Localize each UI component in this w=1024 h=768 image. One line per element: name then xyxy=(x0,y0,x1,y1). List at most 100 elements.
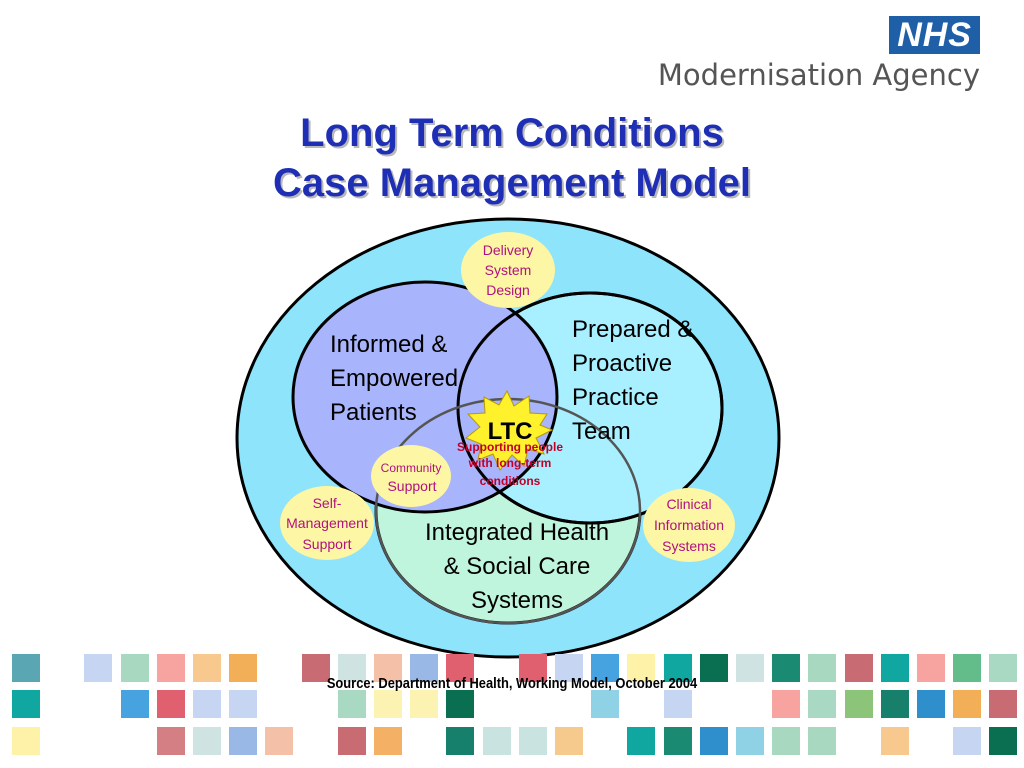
decorative-tile xyxy=(700,654,728,682)
decorative-tile xyxy=(808,727,836,755)
decorative-tile xyxy=(989,690,1017,718)
decorative-tile xyxy=(446,690,474,718)
decorative-tile xyxy=(483,727,511,755)
decorative-tile xyxy=(808,690,836,718)
decorative-tile xyxy=(265,727,293,755)
decorative-tile xyxy=(374,727,402,755)
informed-label-1: Informed & xyxy=(330,331,447,358)
community-label-2: Support xyxy=(387,478,436,494)
decorative-tile xyxy=(627,727,655,755)
informed-label-3: Patients xyxy=(330,399,417,426)
decorative-tile xyxy=(12,690,40,718)
nhs-logo-mark: NHS xyxy=(889,16,980,54)
decorative-tile xyxy=(229,690,257,718)
integrated-label-2: & Social Care xyxy=(444,553,591,580)
prepared-label-3: Practice xyxy=(572,384,659,411)
integrated-label-3: Systems xyxy=(471,587,563,614)
decorative-tile xyxy=(193,654,221,682)
decorative-tile xyxy=(121,690,149,718)
decorative-tile xyxy=(229,654,257,682)
decorative-tile xyxy=(881,654,909,682)
decorative-tile xyxy=(410,654,438,682)
informed-label-2: Empowered xyxy=(330,365,458,392)
self-management-label-1: Self- xyxy=(313,495,342,511)
decorative-tile xyxy=(338,654,366,682)
decorative-tile xyxy=(989,654,1017,682)
decorative-tile xyxy=(664,690,692,718)
title-line-1: Long Term Conditions xyxy=(300,111,724,155)
decorative-tile xyxy=(989,727,1017,755)
decorative-tile xyxy=(555,727,583,755)
prepared-label-2: Proactive xyxy=(572,350,672,377)
decorative-tile xyxy=(881,727,909,755)
decorative-tile xyxy=(591,690,619,718)
decorative-tile xyxy=(700,727,728,755)
decorative-tile xyxy=(446,654,474,682)
decorative-tile xyxy=(519,654,547,682)
decorative-tile xyxy=(555,654,583,682)
supporting-label-1: Supporting people xyxy=(457,440,563,454)
clinical-label-3: Systems xyxy=(662,538,716,554)
self-management-bubble xyxy=(280,486,374,560)
decorative-tile xyxy=(917,690,945,718)
decorative-tile xyxy=(627,654,655,682)
decorative-tile xyxy=(338,727,366,755)
decorative-tile xyxy=(736,654,764,682)
delivery-label-1: Delivery xyxy=(483,242,534,258)
delivery-label-3: Design xyxy=(486,282,530,298)
title-line-2: Case Management Model xyxy=(273,161,751,205)
decorative-tile xyxy=(229,727,257,755)
decorative-tile xyxy=(157,654,185,682)
community-label-1: Community xyxy=(381,461,442,475)
decorative-tile xyxy=(12,727,40,755)
supporting-label-3: conditions xyxy=(480,474,541,488)
supporting-label-2: with long-term xyxy=(468,456,552,470)
page-title: Long Term Conditions Case Management Mod… xyxy=(0,108,1024,208)
decorative-tile xyxy=(772,727,800,755)
decorative-tile xyxy=(374,654,402,682)
integrated-label-1: Integrated Health xyxy=(425,519,609,546)
delivery-bubble xyxy=(461,232,555,308)
decorative-tile xyxy=(84,654,112,682)
ltc-label: LTC xyxy=(488,418,533,445)
decorative-tile xyxy=(953,727,981,755)
ltc-star xyxy=(465,389,554,471)
decorative-tile xyxy=(953,654,981,682)
decorative-tile xyxy=(736,727,764,755)
clinical-label-1: Clinical xyxy=(666,496,711,512)
decorative-tile xyxy=(772,654,800,682)
decorative-tile xyxy=(808,654,836,682)
decorative-tile xyxy=(157,690,185,718)
nhs-logo: NHS xyxy=(889,16,980,54)
decorative-tile xyxy=(664,654,692,682)
decorative-tile xyxy=(374,690,402,718)
prepared-label-1: Prepared & xyxy=(572,316,693,343)
decorative-tile xyxy=(591,654,619,682)
decorative-tile xyxy=(446,727,474,755)
community-bubble xyxy=(371,445,451,507)
decorative-tile xyxy=(338,690,366,718)
decorative-tile xyxy=(772,690,800,718)
decorative-tile xyxy=(881,690,909,718)
self-management-label-2: Management xyxy=(286,515,368,531)
decorative-tile xyxy=(845,654,873,682)
prepared-label-4: Team xyxy=(572,418,631,445)
clinical-label-2: Information xyxy=(654,517,724,533)
decorative-tile xyxy=(121,654,149,682)
decorative-tile xyxy=(519,727,547,755)
decorative-tile xyxy=(12,654,40,682)
decorative-tile xyxy=(410,690,438,718)
decorative-tile xyxy=(664,727,692,755)
decorative-tile xyxy=(953,690,981,718)
decorative-tile xyxy=(193,727,221,755)
decorative-tile xyxy=(917,654,945,682)
source-caption: Source: Department of Health, Working Mo… xyxy=(326,675,698,692)
clinical-bubble xyxy=(643,488,735,562)
delivery-label-2: System xyxy=(485,262,532,278)
decorative-tile xyxy=(845,690,873,718)
agency-name: Modernisation Agency xyxy=(657,58,980,92)
decorative-tile xyxy=(157,727,185,755)
decorative-tile xyxy=(302,654,330,682)
decorative-tile xyxy=(193,690,221,718)
